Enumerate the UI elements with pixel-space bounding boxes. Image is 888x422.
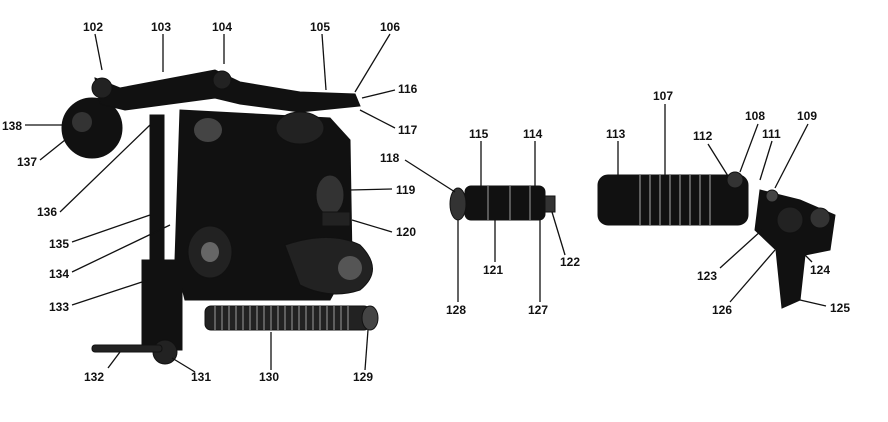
callout-108: 108 [745, 109, 765, 123]
callout-106: 106 [380, 20, 400, 34]
cylinder-tip [544, 195, 556, 213]
bracket-nut-2 [809, 207, 831, 229]
callout-labels: 102 103 104 105 106 116 117 138 137 136 … [2, 20, 850, 384]
lower-bracket-part [141, 259, 183, 351]
bracket-nut-1 [776, 206, 804, 234]
callout-138: 138 [2, 119, 22, 133]
spring-rod-part [204, 305, 371, 331]
callout-127: 127 [528, 303, 548, 317]
callout-113: 113 [606, 127, 626, 141]
callout-126: 126 [712, 303, 732, 317]
callout-105: 105 [310, 20, 330, 34]
callout-115: 115 [469, 127, 489, 141]
lever-pivot-2 [212, 70, 232, 90]
callout-135: 135 [49, 237, 69, 251]
vertical-rod-part [149, 114, 165, 266]
main-assembly [61, 69, 379, 365]
callout-102: 102 [83, 20, 103, 34]
callout-118: 118 [380, 151, 400, 165]
callout-136: 136 [37, 205, 57, 219]
pin-part [91, 344, 163, 353]
spring-coils [214, 306, 349, 330]
callout-112: 112 [693, 129, 713, 143]
callout-131: 131 [191, 370, 211, 384]
callout-137: 137 [17, 155, 37, 169]
callout-103: 103 [151, 20, 171, 34]
callout-129: 129 [353, 370, 373, 384]
callout-107: 107 [653, 89, 673, 103]
callout-120: 120 [396, 225, 416, 239]
barrel-part [597, 174, 749, 226]
barrel-ball [726, 171, 744, 189]
screw-120-part [321, 211, 351, 227]
bracket-bolt-head [765, 189, 779, 203]
callout-109: 109 [797, 109, 817, 123]
callout-116: 116 [398, 82, 418, 96]
callout-125: 125 [830, 301, 850, 315]
callout-123: 123 [697, 269, 717, 283]
spring-end-cap [361, 305, 379, 331]
callout-114: 114 [523, 127, 543, 141]
callout-111: 111 [762, 127, 781, 141]
cylinder-rings [487, 186, 531, 220]
right-cam-hole [338, 256, 362, 280]
lever-arm-part [94, 69, 361, 113]
upper-boss [275, 111, 325, 145]
barrel-threads [639, 175, 711, 225]
callout-124: 124 [810, 263, 830, 277]
knob-part [61, 97, 123, 159]
callout-132: 132 [84, 370, 104, 384]
callout-130: 130 [259, 370, 279, 384]
cylinder-part [464, 185, 546, 221]
knob-face [72, 112, 92, 132]
left-cam-hole [201, 242, 219, 262]
callout-119: 119 [396, 183, 416, 197]
side-detail [315, 174, 345, 216]
callout-104: 104 [212, 20, 232, 34]
leader-lines [25, 33, 827, 373]
middle-assembly [449, 185, 556, 221]
callout-134: 134 [49, 267, 69, 281]
cylinder-end-cap [449, 187, 467, 221]
callout-128: 128 [446, 303, 466, 317]
callout-117: 117 [398, 123, 418, 137]
lever-pivot [91, 77, 113, 99]
callout-122: 122 [560, 255, 580, 269]
callout-121: 121 [483, 263, 503, 277]
callout-133: 133 [49, 300, 69, 314]
right-assembly [597, 171, 836, 309]
upper-hole [194, 118, 222, 142]
